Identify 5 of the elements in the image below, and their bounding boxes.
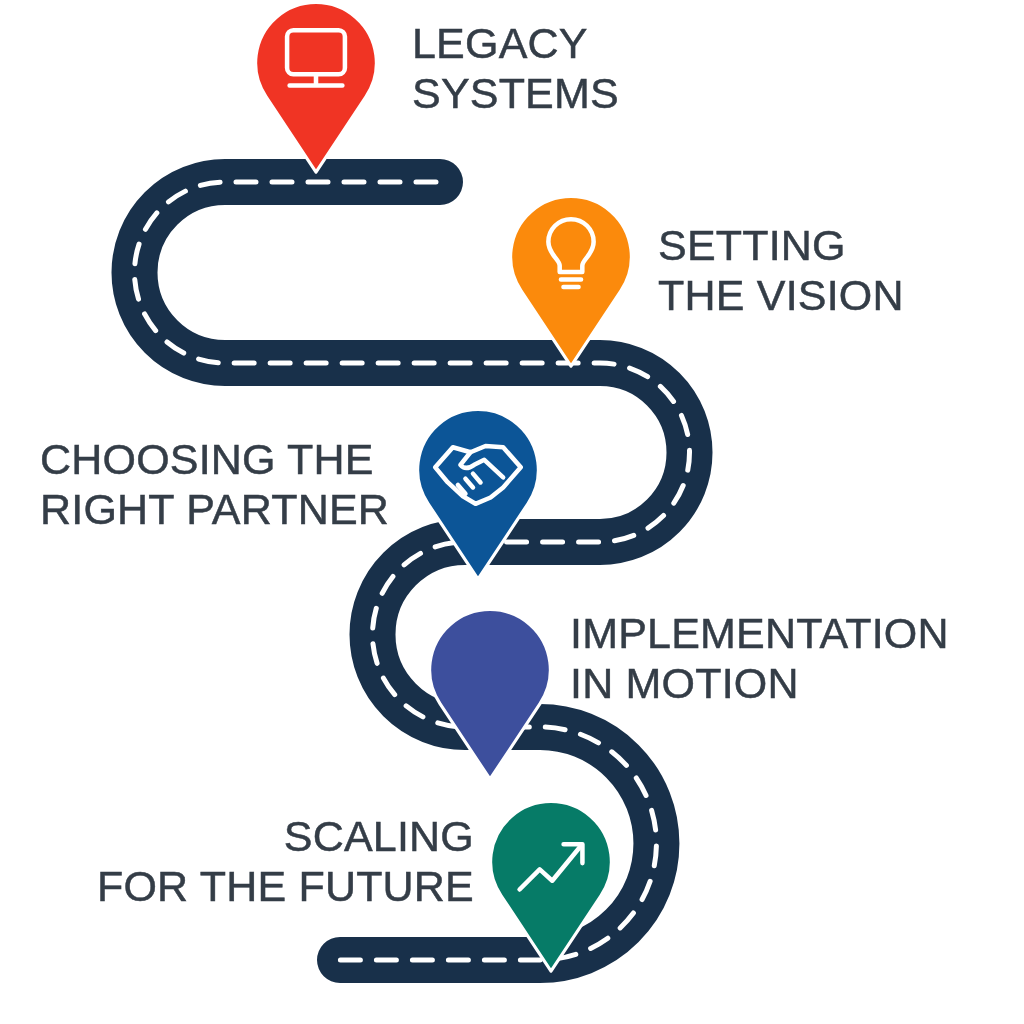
- milestone-label: SCALING FOR THE FUTURE: [95, 811, 474, 911]
- milestone-label: SETTING THE VISION: [658, 220, 905, 320]
- milestone-label: LEGACY SYSTEMS: [412, 18, 620, 118]
- milestone-label: IMPLEMENTATION IN MOTION: [570, 608, 950, 708]
- milestone-label: CHOOSING THE RIGHT PARTNER: [40, 434, 391, 534]
